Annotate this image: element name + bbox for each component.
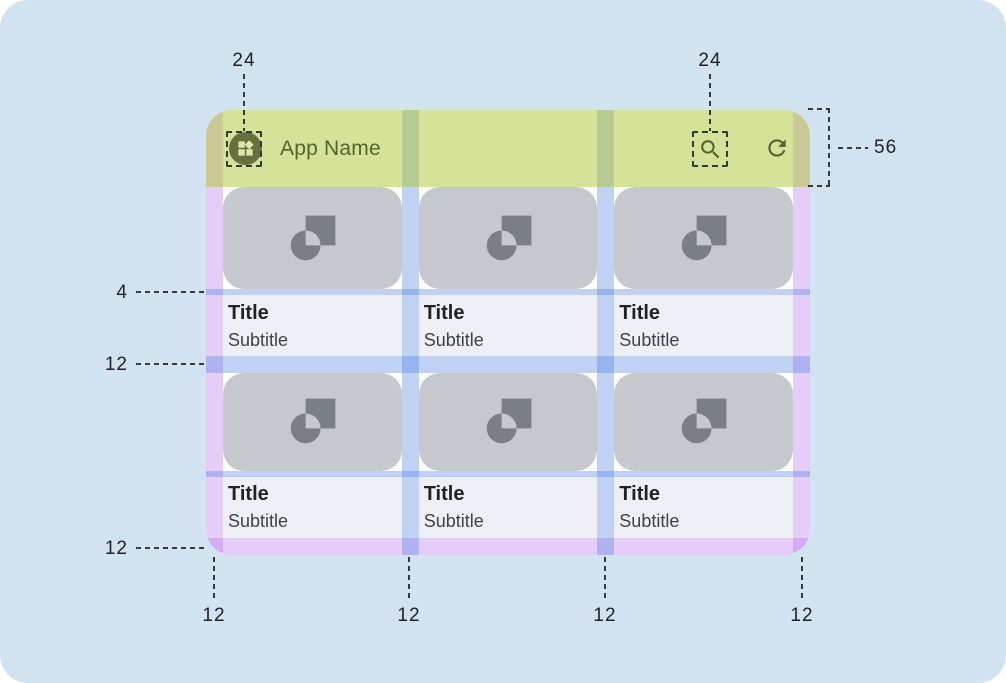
gutter-overlay-2	[597, 110, 615, 555]
measure-line	[838, 147, 868, 149]
card-image[interactable]	[223, 187, 402, 289]
measure-bracket-top	[808, 108, 830, 110]
grid-column-3: Title Subtitle Title Subtitle	[614, 110, 793, 555]
card-image[interactable]	[614, 372, 793, 471]
app-menu-button[interactable]	[229, 132, 262, 165]
left-margin-overlay	[206, 110, 223, 555]
card-subtitle: Subtitle	[619, 511, 680, 531]
image-placeholder-icon	[681, 398, 727, 444]
card-subtitle: Subtitle	[228, 511, 289, 531]
card-text-block[interactable]: Title Subtitle	[223, 294, 402, 356]
card-text-block[interactable]: Title Subtitle	[223, 476, 402, 538]
measure-label-trailing-icon: 24	[698, 50, 722, 71]
image-placeholder-icon	[486, 398, 531, 444]
widgets-icon	[238, 140, 254, 156]
trailing-icon-measure-box	[692, 131, 728, 167]
card-subtitle: Subtitle	[423, 511, 484, 531]
image-placeholder-icon	[486, 215, 531, 260]
measure-label-right-margin: 12	[790, 605, 814, 626]
leading-icon-measure-box	[226, 131, 262, 167]
search-icon	[700, 139, 719, 158]
measure-label-leading-icon: 24	[232, 50, 256, 71]
card-text-block[interactable]: Title Subtitle	[418, 294, 598, 356]
grid-column-2: Title Subtitle Title Subtitle	[418, 110, 598, 555]
measure-label-row-gap: 12	[104, 354, 128, 375]
refresh-icon	[768, 139, 786, 157]
gutter-overlay-1	[401, 110, 419, 555]
card-subtitle: Subtitle	[619, 329, 680, 350]
measure-label-gutter-2: 12	[593, 605, 617, 626]
card-title: Title	[619, 301, 661, 324]
measure-line	[136, 291, 206, 293]
measure-label-appbar-height: 56	[874, 137, 898, 158]
card-subtitle: Subtitle	[228, 329, 289, 350]
card-subtitle: Subtitle	[423, 329, 484, 350]
search-button[interactable]	[697, 136, 723, 162]
measure-line	[136, 547, 204, 549]
card-title: Title	[228, 483, 269, 505]
card-image[interactable]	[614, 187, 793, 289]
card-text-block[interactable]: Title Subtitle	[614, 294, 793, 356]
measure-label-image-text-gap: 4	[116, 282, 128, 303]
card-image[interactable]	[418, 372, 598, 471]
measure-label-bottom-margin: 12	[104, 538, 128, 559]
right-margin-overlay	[793, 110, 810, 555]
measure-label-gutter-1: 12	[397, 605, 421, 626]
measure-bracket-side	[828, 108, 830, 187]
card-text-block[interactable]: Title Subtitle	[418, 476, 598, 538]
image-placeholder-icon	[290, 398, 336, 444]
card-title: Title	[228, 301, 269, 324]
measure-line	[213, 557, 215, 600]
measure-line	[243, 74, 245, 131]
card-title: Title	[423, 301, 465, 324]
card-image[interactable]	[223, 372, 402, 471]
measure-line	[801, 557, 803, 600]
app-mockup: Title Subtitle Title Subtitle Title	[206, 110, 810, 555]
measure-label-left-margin: 12	[202, 605, 226, 626]
card-title: Title	[619, 483, 661, 505]
card-text-block[interactable]: Title Subtitle	[614, 476, 793, 538]
image-placeholder-icon	[290, 215, 336, 260]
card-title: Title	[423, 483, 465, 505]
card-image[interactable]	[418, 187, 598, 289]
refresh-button[interactable]	[764, 135, 790, 161]
grid-column-1: Title Subtitle Title Subtitle	[223, 110, 402, 555]
app-name: App Name	[280, 136, 381, 160]
measure-line	[709, 74, 711, 131]
measure-bracket-bottom	[808, 185, 830, 187]
measure-line	[604, 557, 606, 600]
image-placeholder-icon	[681, 215, 727, 260]
measure-line	[408, 557, 410, 600]
measure-line	[136, 363, 206, 365]
